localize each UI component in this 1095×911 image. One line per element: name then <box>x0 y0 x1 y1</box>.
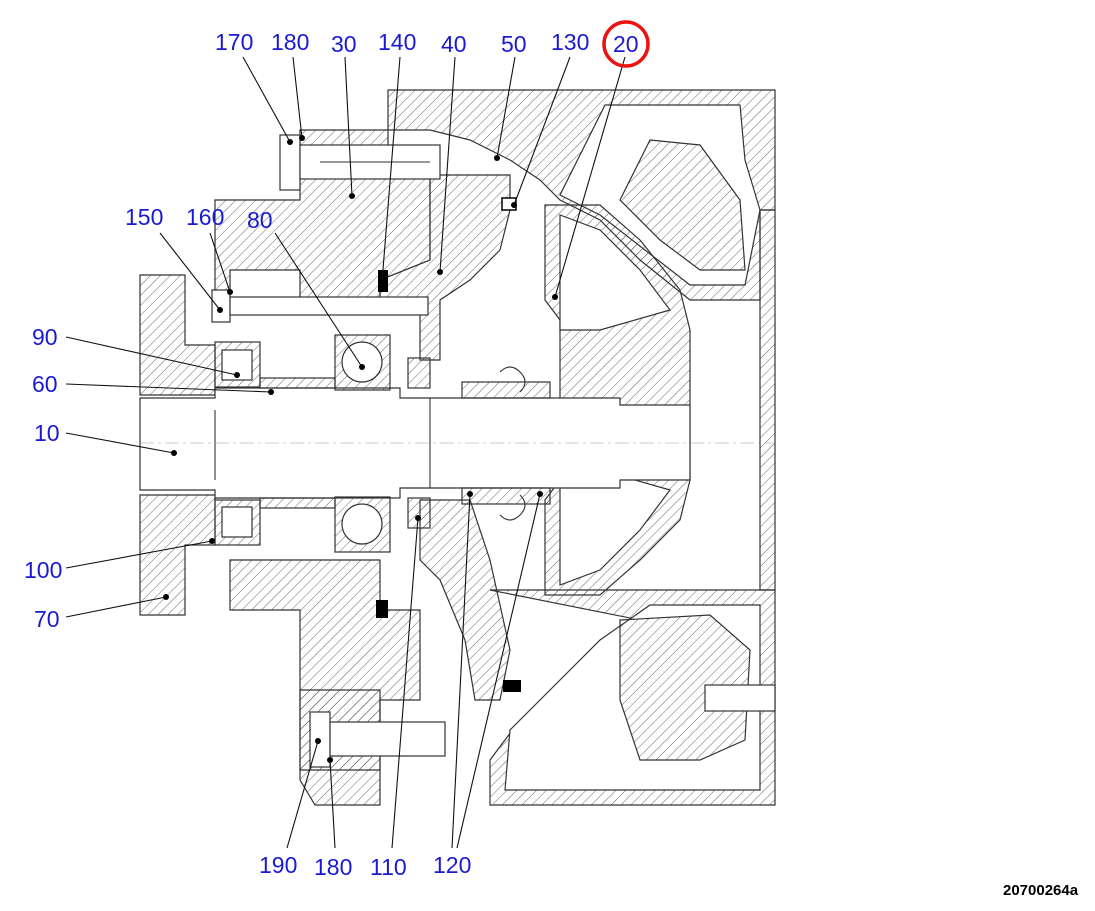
callout-70[interactable]: 70 <box>34 606 60 632</box>
mech-seal-lower <box>461 487 551 505</box>
callout-110[interactable]: 110 <box>370 854 407 880</box>
callout-120[interactable]: 120 <box>433 852 471 878</box>
pump-assembly <box>139 89 776 806</box>
callout-150[interactable]: 150 <box>125 204 163 230</box>
callout-60[interactable]: 60 <box>32 371 58 397</box>
volute-inner-lower <box>619 614 751 761</box>
callout-160[interactable]: 160 <box>186 204 224 230</box>
impeller-blade-upper <box>559 214 672 331</box>
bolt-150-shank <box>229 296 429 316</box>
o-ring-impeller <box>503 680 521 692</box>
callout-10[interactable]: 10 <box>34 420 60 446</box>
callout-100[interactable]: 100 <box>24 557 62 583</box>
highlight-circle <box>602 20 650 68</box>
bolt-bottom-shank <box>329 721 446 757</box>
callout-90[interactable]: 90 <box>32 324 58 350</box>
leader-dots <box>163 135 558 763</box>
callout-80[interactable]: 80 <box>247 207 273 233</box>
callout-190[interactable]: 190 <box>259 852 297 878</box>
spacer-sleeve-lower <box>259 497 336 509</box>
callout-labels: 170 180 30 140 40 50 130 20 150 160 80 9… <box>24 29 639 880</box>
callout-30[interactable]: 30 <box>331 31 357 57</box>
end-cover <box>139 274 216 396</box>
o-ring-lower <box>376 600 388 618</box>
leader-lines <box>65 56 626 849</box>
callout-140[interactable]: 140 <box>378 29 416 55</box>
bolt-150-head <box>211 289 231 323</box>
callout-40[interactable]: 40 <box>441 31 467 57</box>
lip-seal-lower <box>407 497 431 529</box>
drawing-number: 20700264a <box>1003 882 1079 899</box>
casing-right-wall <box>759 209 776 591</box>
mech-seal-upper <box>461 381 551 399</box>
callout-180-top[interactable]: 180 <box>271 29 309 55</box>
spacer-sleeve-upper <box>259 377 336 389</box>
end-cover-lower <box>139 494 216 616</box>
callout-50[interactable]: 50 <box>501 31 527 57</box>
callout-130[interactable]: 130 <box>551 29 589 55</box>
callout-20[interactable]: 20 <box>613 31 639 57</box>
lip-seal-upper <box>407 357 431 389</box>
callout-180-bottom[interactable]: 180 <box>314 854 352 880</box>
callout-170[interactable]: 170 <box>215 29 253 55</box>
volute-inner-upper <box>619 139 746 271</box>
drain-plug-bolt <box>704 684 776 712</box>
